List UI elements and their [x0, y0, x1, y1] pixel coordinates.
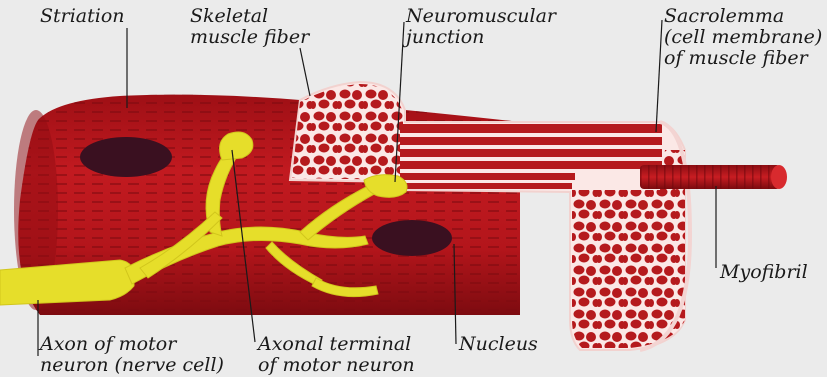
- nucleus-right: [372, 220, 452, 256]
- label-axon: Axon of motor neuron (nerve cell): [40, 334, 224, 376]
- label-nucleus: Nucleus: [459, 334, 538, 355]
- label-sarcolemma: Sacrolemma (cell membrane) of muscle fib…: [664, 6, 822, 69]
- label-terminal-line-2: of motor neuron: [258, 355, 415, 376]
- label-axon-line-1: Axon of motor: [40, 334, 224, 355]
- label-axon-line-2: neuron (nerve cell): [40, 355, 224, 376]
- myofibril-rod: [640, 165, 787, 189]
- label-skeletal-line-1: Skeletal: [190, 6, 309, 27]
- label-nmj-line-2: junction: [406, 27, 556, 48]
- label-sarcolemma-line-1: Sacrolemma: [664, 6, 822, 27]
- label-nmj-line-1: Neuromuscular: [406, 6, 556, 27]
- label-nucleus-line: Nucleus: [459, 334, 538, 355]
- leader-sarcolemma: [656, 20, 662, 132]
- label-skeletal-line-2: muscle fiber: [190, 27, 309, 48]
- label-terminal-line-1: Axonal terminal: [258, 334, 415, 355]
- label-axonal-terminal: Axonal terminal of motor neuron: [258, 334, 415, 376]
- nucleus-left: [80, 137, 172, 177]
- label-striation-line: Striation: [40, 6, 125, 27]
- label-striation: Striation: [40, 6, 125, 27]
- label-skeletal-muscle-fiber: Skeletal muscle fiber: [190, 6, 309, 48]
- label-neuromuscular-junction: Neuromuscular junction: [406, 6, 556, 48]
- leader-skeletal-fiber: [300, 48, 310, 96]
- label-sarcolemma-line-2: (cell membrane): [664, 27, 822, 48]
- label-sarcolemma-line-3: of muscle fiber: [664, 48, 822, 69]
- label-myofibril: Myofibril: [720, 262, 808, 283]
- label-myofibril-line: Myofibril: [720, 262, 808, 283]
